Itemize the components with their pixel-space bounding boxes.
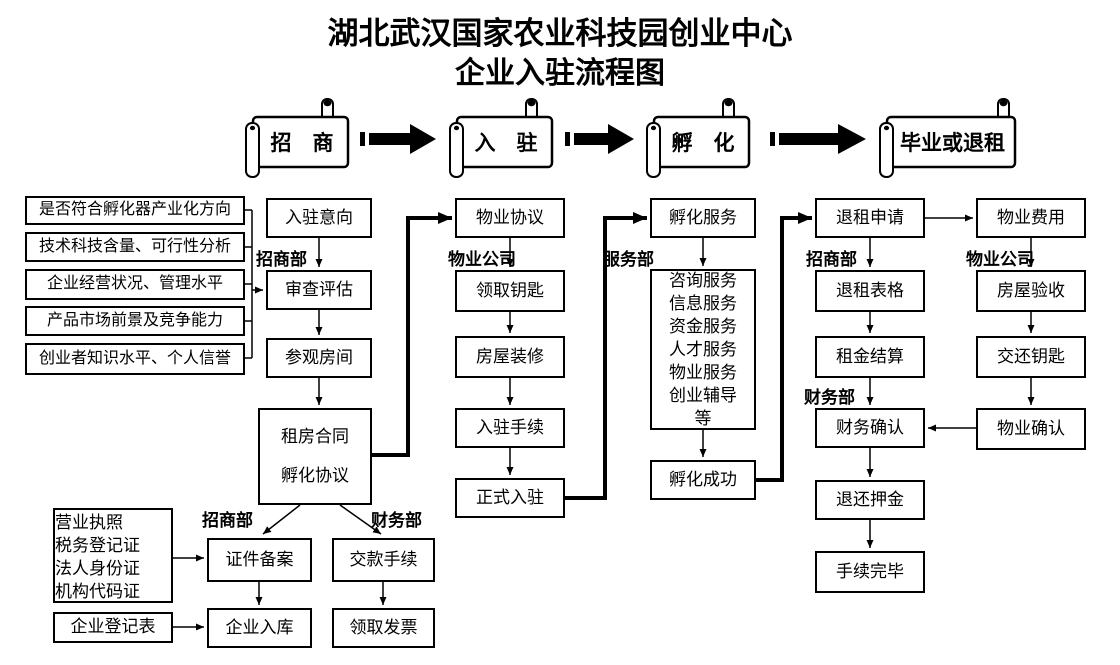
- incubation-agreement-line: 孵化协议: [281, 465, 349, 485]
- box-get-invoice: 领取发票: [332, 608, 435, 648]
- box-property-confirm: 物业确认: [976, 408, 1086, 450]
- stage-banner-zhaoshang: 招 商: [270, 131, 334, 155]
- box-service-list: 咨询服务 信息服务 资金服务 人才服务 物业服务 创业辅导 等: [650, 269, 756, 430]
- box-property-fee: 物业费用: [976, 198, 1086, 238]
- criteria-box-3: 企业经营状况、管理水平: [25, 269, 245, 300]
- stage-arrow-1-icon: [360, 124, 436, 154]
- scroll-banner-biye-icon: [879, 98, 1017, 178]
- box-deposit-refund: 退还押金: [815, 480, 925, 520]
- box-review-assessment: 审查评估: [266, 270, 372, 310]
- box-incubation-success: 孵化成功: [650, 460, 756, 500]
- dept-label-zhaoshangbu-e: 招商部: [806, 250, 857, 269]
- doc-business-license: 营业执照: [55, 512, 123, 532]
- stage-banner-ruzhu: 入 驻: [474, 131, 538, 155]
- dept-label-caiwubu-e: 财务部: [804, 388, 855, 407]
- box-termination-form: 退租表格: [815, 270, 925, 312]
- page-title-line2: 企业入驻流程图: [455, 57, 665, 90]
- stage-banner-fuhua: 孵 化: [671, 131, 735, 155]
- box-termination-request: 退租申请: [815, 198, 925, 238]
- service-etc: 等: [694, 409, 712, 428]
- box-procedure-complete: 手续完毕: [815, 551, 925, 593]
- box-visit-rooms: 参观房间: [266, 338, 372, 378]
- box-finance-confirm: 财务确认: [815, 408, 925, 448]
- lease-contract-line: 租房合同: [281, 427, 349, 447]
- stage-arrow-2-icon: [565, 124, 634, 154]
- box-certificate-filing: 证件备案: [207, 538, 312, 582]
- doc-org-code-cert: 机构代码证: [55, 581, 140, 601]
- doc-legal-person-id: 法人身份证: [55, 558, 140, 578]
- service-startup-coaching: 创业辅导: [669, 386, 737, 405]
- box-return-keys: 交还钥匙: [976, 336, 1086, 378]
- criteria-box-4: 产品市场前景及竞争能力: [25, 306, 245, 336]
- box-incubation-service: 孵化服务: [650, 198, 756, 238]
- stage-arrow-3-icon: [770, 124, 866, 154]
- box-lease-incubation-agreement: 租房合同 孵化协议: [258, 408, 372, 505]
- page-title-line1: 湖北武汉国家农业科技园创业中心: [327, 16, 793, 51]
- box-license-documents: 营业执照 税务登记证 法人身份证 机构代码证: [53, 508, 173, 603]
- criteria-bracket-lines: [245, 209, 263, 359]
- service-funding: 资金服务: [669, 317, 737, 336]
- flow-arrows: [173, 214, 1035, 631]
- dept-label-wuyegongsi-f: 物业公司: [966, 250, 1034, 269]
- criteria-box-2: 技术科技含量、可行性分析: [25, 232, 245, 262]
- dept-label-caiwubu-bottom: 财务部: [371, 511, 422, 530]
- dept-label-zhaoshangbu-b: 招商部: [256, 250, 307, 269]
- criteria-box-5: 创业者知识水平、个人信誉: [25, 343, 245, 375]
- scroll-banner-zhaoshang-icon: [245, 98, 350, 178]
- box-official-checkin: 正式入驻: [455, 478, 565, 518]
- scroll-banner-fuhua-icon: [646, 98, 751, 178]
- box-enterprise-db-entry: 企业入库: [207, 608, 312, 648]
- box-property-agreement: 物业协议: [455, 198, 565, 238]
- scroll-banner-ruzhu-icon: [449, 98, 554, 178]
- box-enterprise-registration-form: 企业登记表: [53, 612, 173, 643]
- box-house-renovation: 房屋装修: [455, 336, 565, 378]
- box-entry-intent: 入驻意向: [266, 198, 372, 238]
- thick-connectors: [372, 212, 812, 500]
- box-rent-settlement: 租金结算: [815, 336, 925, 378]
- box-payment-procedure: 交款手续: [332, 538, 435, 582]
- service-talent: 人才服务: [669, 340, 737, 359]
- dept-label-wuyegongsi-c: 物业公司: [448, 250, 516, 269]
- box-house-inspection: 房屋验收: [976, 270, 1086, 312]
- dept-label-fuwubu: 服务部: [603, 250, 654, 269]
- service-consulting: 咨询服务: [669, 271, 737, 290]
- doc-tax-registration: 税务登记证: [55, 535, 140, 555]
- service-property: 物业服务: [669, 363, 737, 382]
- dept-label-zhaoshangbu-bottom: 招商部: [202, 511, 253, 530]
- criteria-box-1: 是否符合孵化器产业化方向: [25, 196, 245, 225]
- box-checkin-procedure: 入驻手续: [455, 408, 565, 448]
- stage-banner-biye: 毕业或退租: [900, 131, 1005, 155]
- box-get-keys: 领取钥匙: [455, 270, 565, 312]
- service-information: 信息服务: [669, 294, 737, 313]
